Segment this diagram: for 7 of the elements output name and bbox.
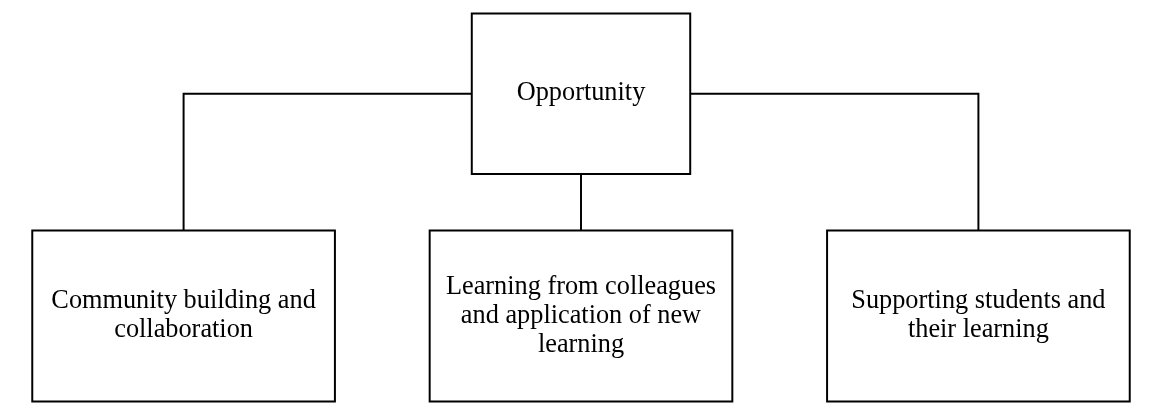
- connector: [580, 172, 582, 232]
- node-box: Learning from colleagues and application of new learning: [428, 229, 734, 403]
- node-box: Supporting students and their learning: [826, 229, 1131, 403]
- node-box: Opportunity: [470, 12, 692, 175]
- connector: [689, 92, 980, 232]
- connector: [182, 92, 473, 232]
- node-box: Community building and collaboration: [31, 229, 336, 403]
